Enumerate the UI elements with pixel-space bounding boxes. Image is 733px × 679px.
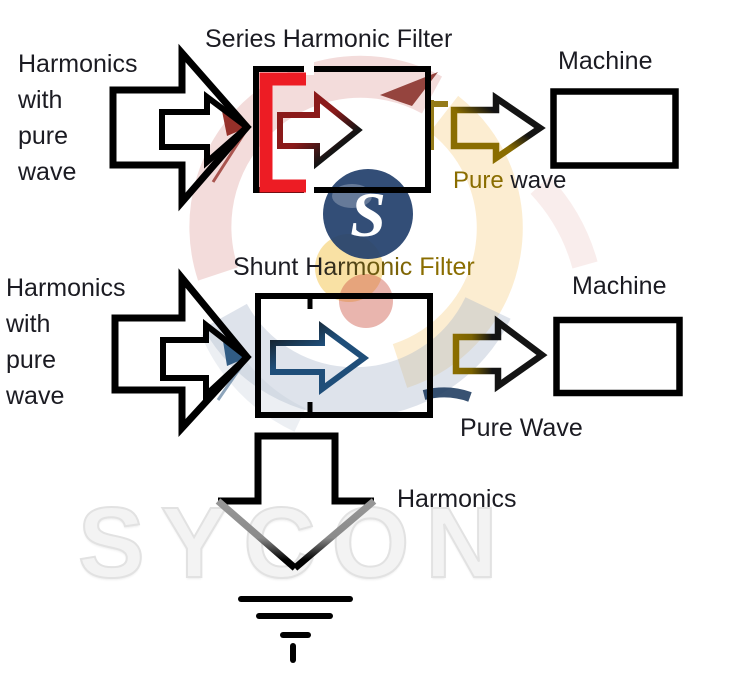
series-input-label-line4: wave <box>18 158 77 186</box>
series-input-label-line2: with <box>18 86 63 114</box>
shunt-output-label: Pure Wave <box>460 414 583 442</box>
shunt-input-arrow-outer <box>111 268 252 438</box>
series-filter-box <box>253 66 431 193</box>
ground-symbol <box>217 579 380 663</box>
shunt-filter-arrow <box>270 321 370 395</box>
shunt-machine-box <box>553 316 683 397</box>
shunt-machine-label: Machine <box>572 272 667 300</box>
shunt-input-label-line2: with <box>6 310 51 338</box>
series-input-arrow-inner <box>159 91 252 169</box>
ground-arrow-shaft <box>218 432 374 505</box>
shunt-title: Shunt Harmonic Filter <box>233 253 475 281</box>
shunt-input-label-line1: Harmonics <box>6 274 126 302</box>
shunt-input-label-line3: pure <box>6 346 57 374</box>
ground-arrow-right-diagonal <box>292 498 377 571</box>
shunt-input-arrow-inner <box>160 318 252 402</box>
series-filter-red-bracket <box>259 72 306 193</box>
series-output-label-rest: wave <box>503 167 567 194</box>
shunt-input-label: Harmonics with pure wave <box>6 270 125 414</box>
shunt-filter-box <box>255 293 433 418</box>
series-input-label: Harmonics with pure wave <box>18 46 137 190</box>
ground-harmonics-label: Harmonics <box>397 485 517 513</box>
series-output-label-gold: Pure <box>453 167 504 194</box>
ground-arrow-left-diagonal <box>215 498 298 571</box>
logo-pink-arc <box>530 176 598 269</box>
logo-red-arrowhead <box>380 72 438 106</box>
shunt-output-arrow <box>452 315 548 393</box>
series-output-label: Pure wave <box>453 167 566 195</box>
series-box-top-gap <box>304 62 314 75</box>
series-box-bottom-gap <box>304 184 314 197</box>
shunt-input-label-line4: wave <box>6 382 65 410</box>
logo-blue-swash <box>203 296 511 418</box>
series-input-arrow-outer <box>109 43 252 212</box>
series-machine-label: Machine <box>558 47 653 75</box>
series-input-label-line1: Harmonics <box>18 50 138 78</box>
series-filter-arrow <box>277 90 363 170</box>
series-output-arrow <box>450 91 546 165</box>
logo-red-ball <box>339 274 393 328</box>
series-input-label-line3: pure <box>18 122 69 150</box>
series-machine-box <box>550 88 679 169</box>
shunt-tip-blue-wedge <box>223 341 248 366</box>
series-title: Series Harmonic Filter <box>205 25 453 53</box>
